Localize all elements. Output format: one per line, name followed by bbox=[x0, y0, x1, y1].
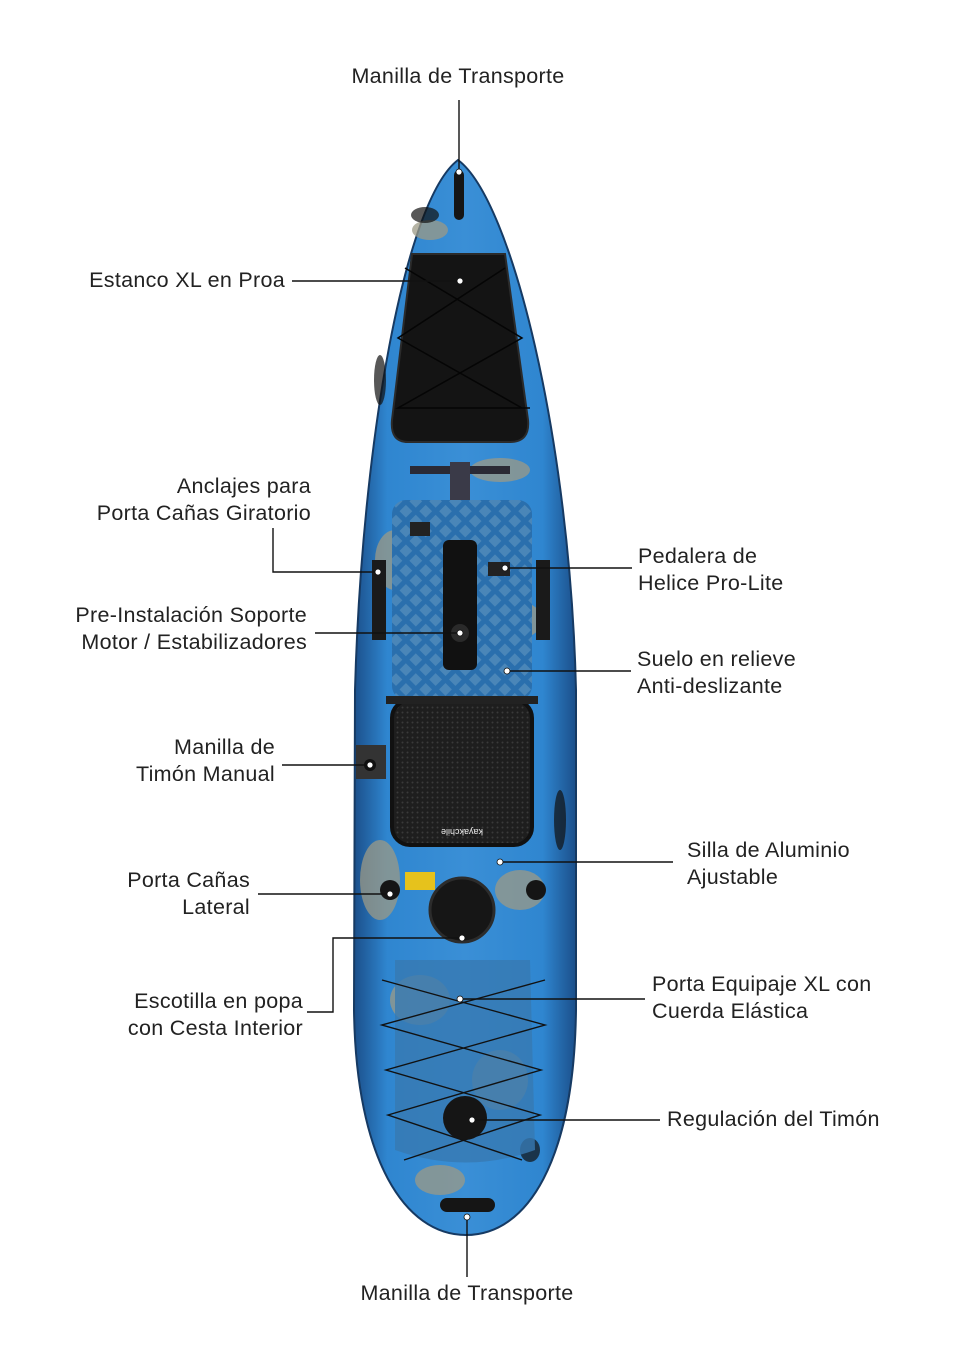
label-line: Escotilla en popa bbox=[134, 989, 303, 1013]
label-floor: Suelo en relieve Anti-deslizante bbox=[637, 646, 796, 700]
label-stern-hatch: Escotilla en popa con Cesta Interior bbox=[128, 988, 303, 1042]
label-line: Porta Cañas bbox=[127, 868, 250, 892]
label-line: con Cesta Interior bbox=[127, 1016, 303, 1040]
pedal-drive bbox=[443, 540, 477, 670]
label-rudder-handle: Manilla de Timón Manual bbox=[136, 734, 275, 788]
label-bow-handle: Manilla de Transporte bbox=[351, 64, 565, 88]
label-stern-handle: Manilla de Transporte bbox=[360, 1281, 574, 1305]
label-line: Anclajes para bbox=[176, 474, 311, 498]
label-line: Silla de Aluminio bbox=[687, 838, 850, 862]
bow-hatch-cover bbox=[390, 253, 530, 443]
label-line: Anti-deslizante bbox=[637, 674, 783, 698]
label-seat: Silla de Aluminio Ajustable bbox=[687, 837, 850, 891]
label-cargo: Porta Equipaje XL con Cuerda Elástica bbox=[652, 971, 871, 1025]
label-bow-hatch: Estanco XL en Proa bbox=[89, 268, 285, 292]
label-pedal-drive: Pedalera de Helice Pro-Lite bbox=[638, 543, 784, 597]
label-line: Timón Manual bbox=[135, 762, 275, 786]
label-line: Motor / Estabilizadores bbox=[81, 630, 307, 654]
stern-hatch bbox=[428, 876, 496, 944]
label-rudder-adjust: Regulación del Timón bbox=[667, 1107, 880, 1131]
label-line: Pre-Instalación Soporte bbox=[75, 603, 307, 627]
callout-dots bbox=[366, 168, 511, 1221]
callout-lines bbox=[258, 100, 673, 1277]
stern-handle bbox=[440, 1198, 495, 1212]
label-line: Helice Pro-Lite bbox=[638, 571, 784, 595]
label-line: Suelo en relieve bbox=[637, 647, 796, 671]
label-motor-mount: Pre-Instalación Soporte Motor / Estabili… bbox=[75, 602, 307, 656]
label-side-rod-holder: Porta Cañas Lateral bbox=[127, 867, 250, 921]
label-line: Cuerda Elástica bbox=[652, 999, 809, 1023]
label-rod-anchors: Anclajes para Porta Cañas Giratorio bbox=[97, 473, 311, 527]
label-line: Ajustable bbox=[687, 865, 779, 889]
seat-brand: kayakchile bbox=[441, 827, 483, 837]
aluminium-seat bbox=[390, 698, 534, 847]
label-line: Lateral bbox=[182, 895, 250, 919]
label-line: Manilla de bbox=[174, 735, 275, 759]
bow-handle bbox=[454, 170, 464, 220]
label-line: Porta Cañas Giratorio bbox=[96, 501, 311, 525]
label-line: Pedalera de bbox=[638, 544, 758, 568]
label-line: Porta Equipaje XL con bbox=[652, 972, 872, 996]
rudder-adjust-knob bbox=[443, 1096, 487, 1140]
cargo-well bbox=[395, 960, 535, 1163]
